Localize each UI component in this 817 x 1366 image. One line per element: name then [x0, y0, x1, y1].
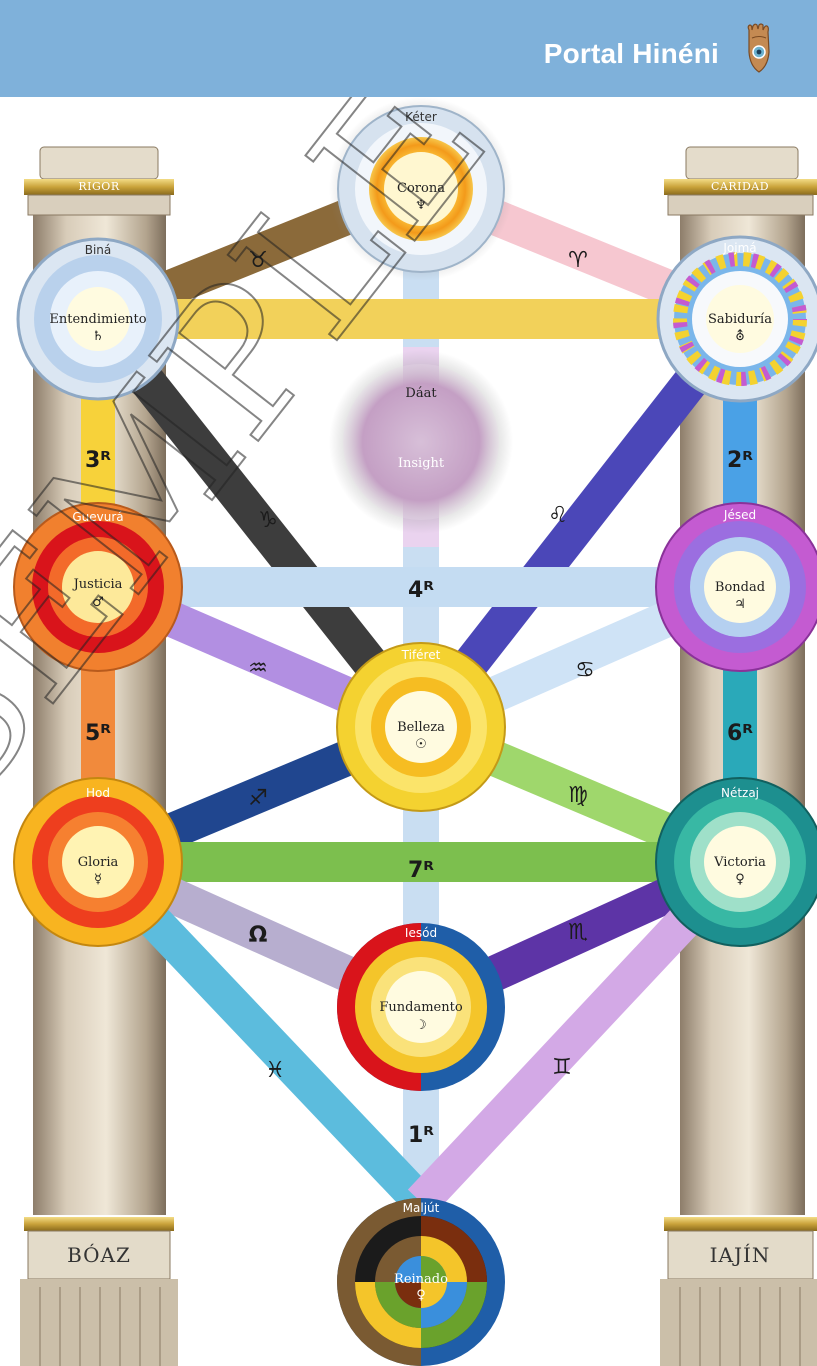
sefira-maljut-title: Maljút	[403, 1201, 440, 1215]
pillar-left-base-label: BÓAZ	[67, 1242, 131, 1267]
sefira-bina-symbol: ♄	[92, 329, 104, 344]
path-symbol-jojma-jesed: 2ᴿ	[727, 448, 753, 473]
sefira-tiferet[interactable]: Tiféret Belleza ☉	[337, 643, 505, 811]
sefira-netzaj[interactable]: Nétzaj Victoria ♀	[656, 778, 817, 946]
path-symbol-hod-maljut: ♓	[265, 1058, 285, 1083]
sefira-hod-name: Gloria	[78, 855, 119, 870]
sefira-maljut[interactable]: Maljút Reinado ♀	[337, 1198, 505, 1366]
path-symbol-yesod-maljut: 1ᴿ	[408, 1123, 434, 1148]
path-symbol-hod-tiferet: ♐	[248, 786, 268, 811]
sefira-jojma[interactable]: Jojmá Sabiduría ⛢	[658, 237, 817, 401]
sefira-maljut-name: Reinado	[394, 1272, 448, 1287]
sefira-yesod-title: Iesód	[405, 926, 437, 940]
sefira-netzaj-name: Victoria	[713, 855, 766, 870]
sefira-tiferet-name: Belleza	[397, 720, 445, 735]
path-symbol-netzaj-tiferet: ♍	[568, 783, 588, 808]
sefira-daat-title: Dáat	[405, 386, 437, 401]
sefira-jojma-title: Jojmá	[722, 241, 756, 255]
sefira-tiferet-title: Tiféret	[401, 648, 441, 662]
path-symbol-hod-netzaj: 7ᴿ	[408, 858, 434, 883]
hamsa-icon[interactable]	[735, 22, 783, 76]
path-symbol-jesed-tiferet: ♋	[575, 658, 595, 683]
sefira-yesod[interactable]: Iesód Fundamento ☽	[337, 923, 505, 1091]
pillar-left-cap-label: RIGOR	[78, 180, 119, 193]
path-symbol-netzaj-yesod: ♏	[568, 920, 588, 945]
sefira-jesed-name: Bondad	[715, 580, 765, 595]
sefira-jesed[interactable]: Jésed Bondad ♃	[656, 503, 817, 671]
path-symbol-jesed-netzaj: 6ᴿ	[727, 721, 753, 746]
sefira-jojma-name: Sabiduría	[708, 312, 772, 327]
path-symbol-guevura-tiferet: ♒	[248, 656, 268, 681]
path-symbol-keter-jojma: ♈	[568, 248, 588, 273]
sefira-netzaj-title: Nétzaj	[721, 786, 759, 800]
sefira-daat-name: Insight	[398, 456, 445, 471]
sefira-jesed-title: Jésed	[723, 508, 756, 522]
sefira-jesed-symbol: ♃	[734, 597, 746, 612]
pillar-right-base-label: IAJÍN	[710, 1243, 771, 1267]
brand-title[interactable]: Portal Hinéni	[544, 38, 719, 70]
sefira-yesod-symbol: ☽	[415, 1018, 427, 1033]
sefira-yesod-name: Fundamento	[379, 1000, 462, 1015]
path-symbol-bina-tiferet: ♑	[258, 508, 278, 533]
tree-of-life-diagram: RIGOR BÓAZ CARIDAD IAJÍN	[0, 97, 817, 1366]
sefira-maljut-symbol: ♀	[416, 1288, 426, 1303]
path-symbol-jojma-tiferet: ♌	[548, 503, 568, 528]
path-symbol-guevura-jesed: 4ᴿ	[408, 578, 434, 603]
sefira-hod-symbol: ☿	[94, 872, 102, 887]
sefira-bina-title: Biná	[85, 243, 112, 257]
path-symbol-hod-yesod: Ω	[249, 923, 268, 948]
sefira-tiferet-symbol: ☉	[415, 737, 427, 752]
sefira-netzaj-symbol: ♀	[735, 872, 745, 887]
sefira-hod[interactable]: Hod Gloria ☿	[14, 778, 182, 946]
sefira-jojma-symbol: ⛢	[735, 329, 745, 344]
path-symbol-netzaj-maljut: ♊	[552, 1055, 572, 1080]
pillar-right-cap-label: CARIDAD	[711, 180, 769, 193]
sefira-hod-title: Hod	[86, 786, 110, 800]
